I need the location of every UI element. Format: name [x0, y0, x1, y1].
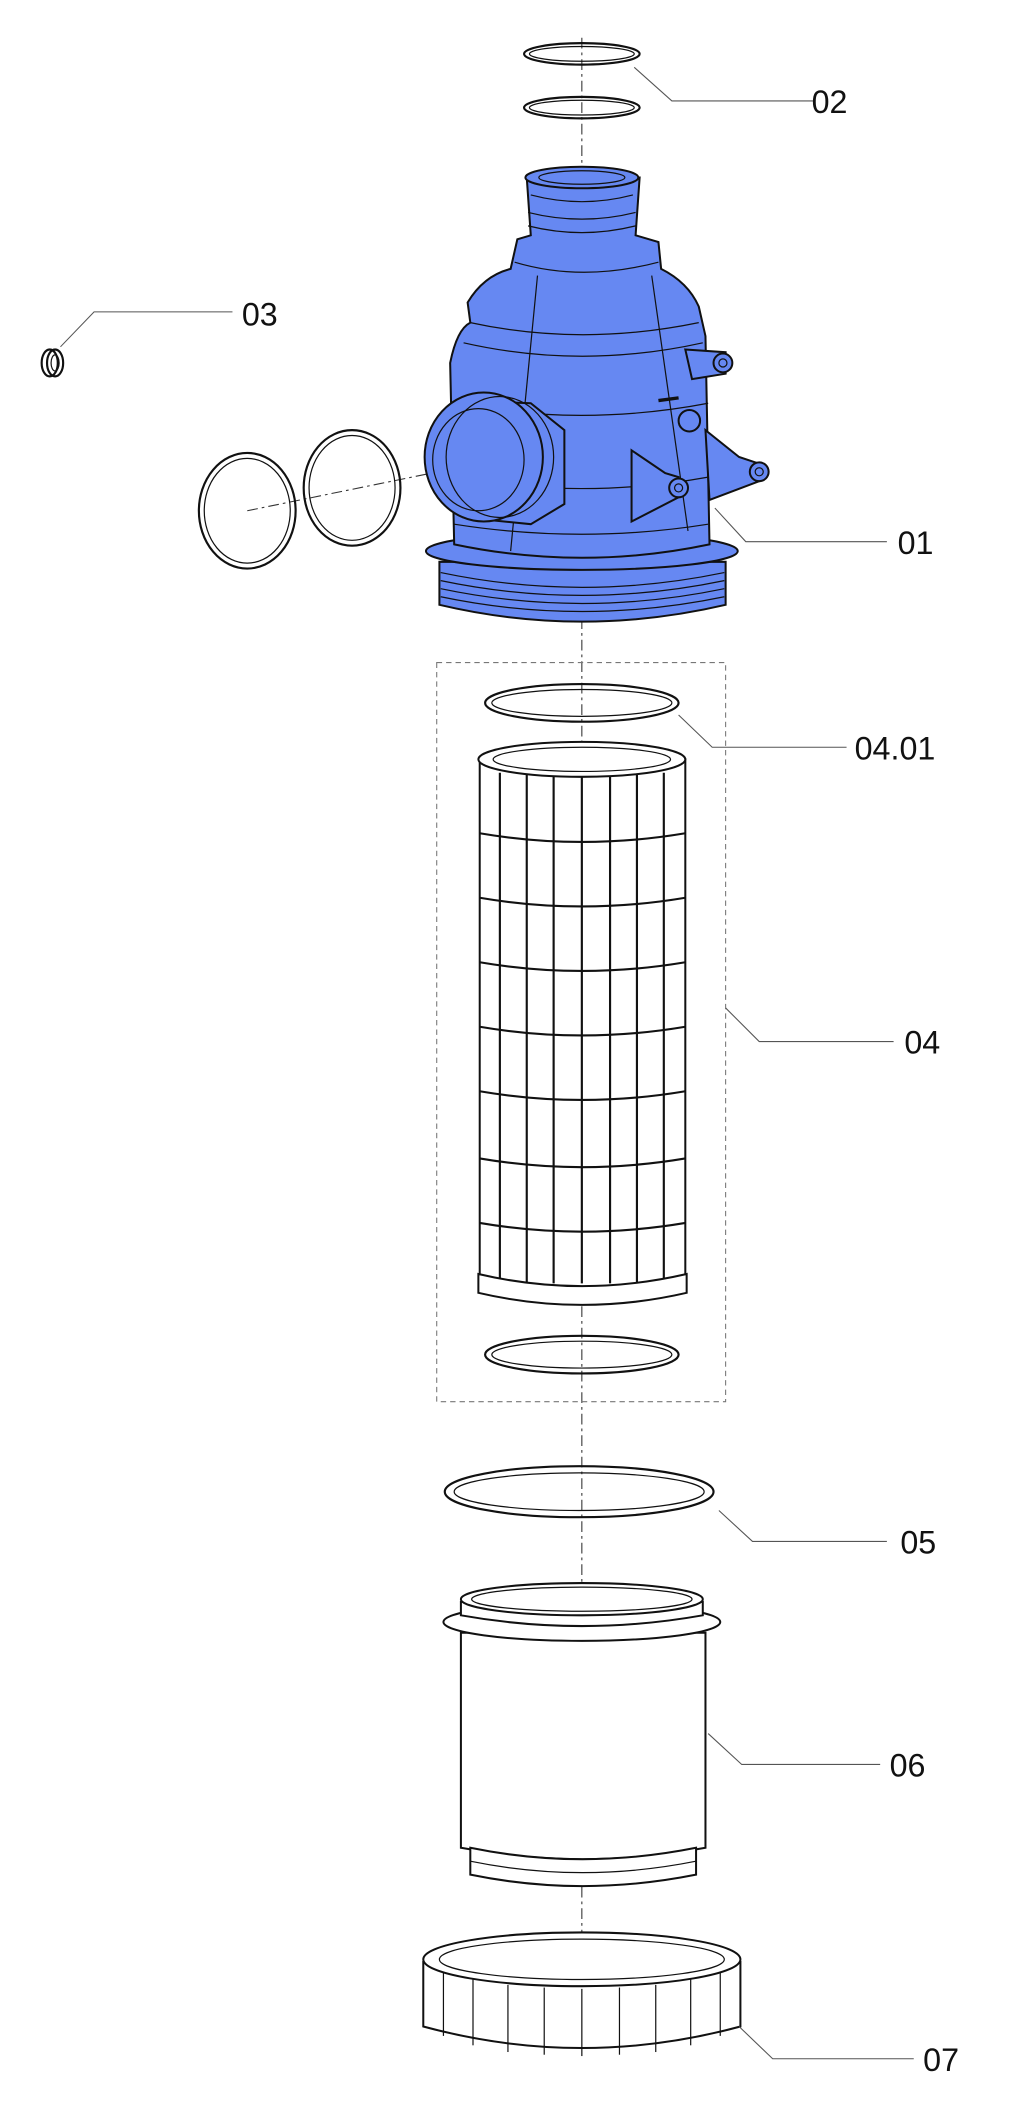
label-01: 01: [898, 525, 934, 561]
part-01-housing: [423, 165, 770, 623]
part-04-group-box: [436, 662, 727, 1403]
label-04: 04: [904, 1025, 940, 1061]
part-07-nut: [422, 1931, 742, 2057]
label-04-01: 04.01: [855, 730, 936, 766]
label-02: 02: [812, 84, 848, 120]
part-03-seal: [40, 348, 65, 378]
part-04-01-oring: [484, 683, 680, 723]
label-03: 03: [242, 296, 278, 332]
part-04-bottom-oring: [484, 1334, 680, 1375]
part-04-filter-cage: [477, 740, 688, 1306]
leader-lines: [60, 66, 914, 2060]
label-05: 05: [900, 1525, 936, 1561]
part-05-oring: [443, 1465, 715, 1519]
label-06: 06: [890, 1748, 926, 1784]
label-07: 07: [923, 2042, 959, 2078]
inlet-orings: [197, 429, 402, 570]
part-02-orings: [522, 42, 641, 120]
part-06-bowl: [442, 1582, 722, 1888]
